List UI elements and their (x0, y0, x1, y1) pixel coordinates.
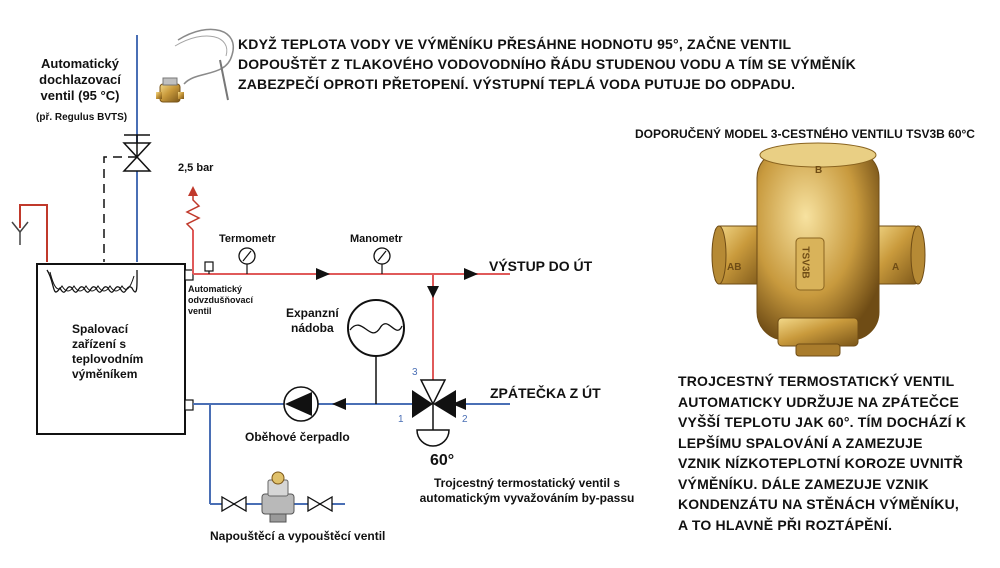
valve-mark-ab: AB (727, 262, 741, 273)
boiler-label-line: Spalovací (72, 322, 143, 337)
bottom-note-line: VZNIK NÍZKOTEPLOTNÍ KOROZE UVNITŘ (678, 453, 978, 474)
air-vent-port (185, 270, 193, 280)
boiler-label-line: teplovodním (72, 352, 143, 367)
pump-flow-arrow-icon (332, 398, 346, 410)
cooling-valve-label-line: ventil (95 °C) (32, 88, 128, 104)
three-way-label-line: automatickým vyvažováním by-passu (408, 491, 646, 506)
expansion-vessel-icon (348, 300, 404, 356)
cooling-valve-label-line: dochlazovací (32, 72, 128, 88)
valve-mark-a: A (892, 262, 899, 273)
three-way-label: Trojcestný termostatický ventil s automa… (408, 476, 646, 506)
bottom-note: TROJCESTNÝ TERMOSTATICKÝ VENTIL AUTOMATI… (678, 371, 978, 535)
valve-mark-b: B (815, 165, 822, 176)
cooling-valve-label: Automatický dochlazovací ventil (95 °C) (32, 56, 128, 104)
top-note-line: DOPOUŠTĚT Z TLAKOVÉHO VODOVODNÍHO ŘÁDU S… (238, 54, 878, 74)
circulation-pump-icon (284, 387, 318, 421)
pump-label: Oběhové čerpadlo (245, 431, 350, 444)
cooling-valve-image (156, 29, 233, 102)
thermometer-icon (239, 248, 255, 274)
bottom-note-line: A TO HLAVNĚ PŘI ROZTÁPĚNÍ. (678, 515, 978, 536)
three-way-valve-symbol (412, 380, 456, 446)
cooling-valve-example: (př. Regulus BVTS) (36, 111, 127, 124)
top-note-line: ZABEZPEČÍ OPROTI PŘETOPENÍ. VÝSTUPNÍ TEP… (238, 74, 878, 94)
outlet-flow-arrow-icon (464, 268, 478, 280)
boiler-label-line: výměníkem (72, 367, 143, 382)
return-port (185, 400, 193, 410)
air-vent-icon (205, 262, 213, 271)
bottom-note-line: VÝMĚNÍKU. DÁLE ZAMEZUJE VZNIK (678, 474, 978, 495)
expansion-label-line: Expanzní (286, 306, 339, 321)
bottom-note-line: KONDENZÁTU NA STĚNÁCH VÝMĚNÍKU, (678, 494, 978, 515)
top-note-line: KDYŽ TEPLOTA VODY VE VÝMĚNÍKU PŘESÁHNE H… (238, 34, 878, 54)
pressure-reducer-icon (262, 472, 294, 522)
bottom-note-line: LEPŠÍMU SPALOVÁNÍ A ZAMEZUJE (678, 433, 978, 454)
air-vent-label-line: odvzdušňovací (188, 295, 253, 306)
cooling-valve-label-line: Automatický (32, 56, 128, 72)
air-vent-label-line: Automatický (188, 284, 253, 295)
valve-mark-tsv3b: TSV3B (800, 246, 811, 278)
thermometer-label: Termometr (219, 233, 276, 246)
port-2-label: 2 (462, 414, 468, 425)
air-vent-label-line: ventil (188, 306, 253, 317)
bottom-note-line: VYŠŠÍ TEPLOTU JAK 60°. TÍM DOCHÁZÍ K (678, 412, 978, 433)
cooling-valve-symbol (124, 135, 150, 171)
fill-valve-left-icon (222, 497, 246, 511)
boiler-label-line: zařízení s (72, 337, 143, 352)
three-way-label-line: Trojcestný termostatický ventil s (408, 476, 646, 491)
manometer-label: Manometr (350, 233, 403, 246)
top-note: KDYŽ TEPLOTA VODY VE VÝMĚNÍKU PŘESÁHNE H… (238, 34, 878, 94)
bypass-flow-arrow-icon (427, 286, 439, 298)
drain-pipe (20, 205, 47, 262)
expansion-label: Expanzní nádoba (286, 306, 339, 336)
safety-valve-arrow-icon (188, 186, 198, 196)
port-1-label: 1 (398, 414, 404, 425)
manometer-icon (374, 248, 390, 274)
supply-flow-arrow-icon (316, 268, 330, 280)
outlet-label: VÝSTUP DO ÚT (489, 258, 592, 274)
valve-temp-label: 60° (430, 452, 454, 470)
return-label: ZPÁTEČKA Z ÚT (490, 385, 601, 401)
boiler-label: Spalovací zařízení s teplovodním výměník… (72, 322, 143, 382)
port-3-label: 3 (412, 367, 418, 378)
bottom-note-line: AUTOMATICKY UDRŽUJE NA ZPÁTEČCE (678, 392, 978, 413)
fill-valve-right-icon (308, 497, 332, 511)
sensor-dashed-link (104, 157, 137, 262)
bottom-note-line: TROJCESTNÝ TERMOSTATICKÝ VENTIL (678, 371, 978, 392)
air-vent-label: Automatický odvzdušňovací ventil (188, 284, 253, 317)
pressure-label: 2,5 bar (178, 162, 213, 175)
fill-valve-label: Napouštěcí a vypouštěcí ventil (210, 530, 385, 543)
recommended-title: DOPORUČENÝ MODEL 3-CESTNÉHO VENTILU TSV3… (635, 128, 975, 141)
expansion-label-line: nádoba (286, 321, 339, 336)
